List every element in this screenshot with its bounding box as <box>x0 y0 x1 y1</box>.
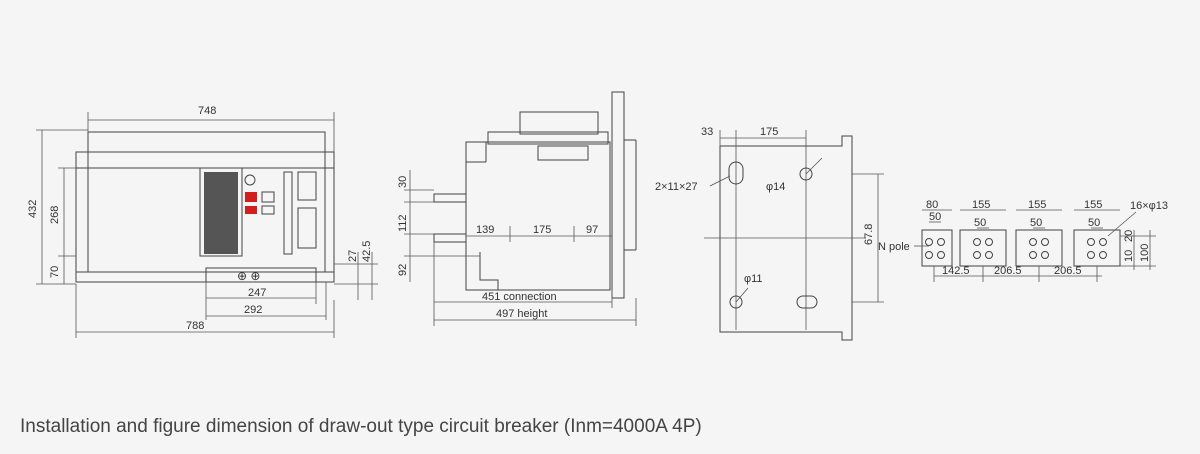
mounting-view: 33 175 2×11×27 φ14 φ11 67.8 <box>655 126 884 341</box>
dim-30: 30 <box>397 176 409 188</box>
front-control-panel <box>199 167 243 257</box>
side-terminal-upper <box>433 193 467 203</box>
side-view: 30 112 92 139 175 97 451 connection 497 … <box>397 91 637 326</box>
label-hole-phi14: φ14 <box>766 181 785 193</box>
dim-497-height: 497 height <box>496 308 547 320</box>
front-indicator-light <box>244 174 256 186</box>
terminal-view: 80 50 155 155 155 50 50 50 16×φ13 N pole… <box>878 199 1168 282</box>
front-top-rail <box>87 131 326 153</box>
dim-50-n: 50 <box>929 211 941 223</box>
figure-caption: Installation and figure dimension of dra… <box>20 416 702 437</box>
terminal-n-pole <box>921 229 953 267</box>
label-hole-phi11: φ11 <box>744 273 763 285</box>
dim-100: 100 <box>1139 244 1151 262</box>
dim-10: 10 <box>1123 250 1135 262</box>
front-button-red-bottom <box>245 206 257 214</box>
mounting-slot-left <box>728 161 744 185</box>
mounting-hole-14 <box>799 167 813 181</box>
dim-748: 748 <box>198 105 216 117</box>
dim-67-8: 67.8 <box>863 224 875 245</box>
dim-451-connection: 451 connection <box>482 291 557 303</box>
dim-788: 788 <box>186 320 204 332</box>
front-button-red-top <box>245 192 257 202</box>
dim-139: 139 <box>476 224 494 236</box>
mounting-hole-11 <box>729 295 743 309</box>
side-terminal-lower <box>433 233 467 243</box>
dim-175-side: 175 <box>533 224 551 236</box>
dim-70: 70 <box>49 266 61 278</box>
dim-155-b: 155 <box>1028 199 1046 211</box>
mounting-plate-outline <box>719 135 853 341</box>
front-racking-symbols: ⊕ ⊕ <box>237 269 260 283</box>
front-nameplate-strip <box>283 171 293 255</box>
terminal-pole-1 <box>959 229 1007 267</box>
side-top-block <box>519 111 599 135</box>
dim-50-c: 50 <box>1088 217 1100 229</box>
side-upper-frame <box>487 131 609 145</box>
dim-92: 92 <box>397 264 409 276</box>
terminal-holes <box>925 238 1107 259</box>
side-foot <box>479 252 499 290</box>
front-racking-plate <box>205 267 317 283</box>
dim-292: 292 <box>244 304 262 316</box>
front-button-reset <box>261 205 275 215</box>
dim-20: 20 <box>1123 230 1135 242</box>
front-control-window <box>204 172 238 254</box>
front-window-lower <box>297 207 317 249</box>
dim-50-a: 50 <box>974 217 986 229</box>
label-n-pole: N pole <box>878 241 910 253</box>
side-label-box <box>537 145 589 161</box>
mounting-slot-bottom <box>796 295 818 309</box>
dim-268: 268 <box>49 206 61 224</box>
dim-97: 97 <box>586 224 598 236</box>
label-16x-phi13: 16×φ13 <box>1130 200 1168 212</box>
dim-50-b: 50 <box>1030 217 1042 229</box>
dim-206-5-a: 206.5 <box>994 265 1022 277</box>
label-slot-2x11x27: 2×11×27 <box>655 181 698 193</box>
dim-80: 80 <box>926 199 938 211</box>
side-mounting-plate <box>611 91 625 299</box>
dim-33: 33 <box>701 126 713 138</box>
dim-142-5: 142.5 <box>942 265 970 277</box>
front-view: ⊕ ⊕ 748 432 268 70 27 42.5 247 292 <box>27 105 378 338</box>
dim-175-mount: 175 <box>760 126 778 138</box>
dim-432: 432 <box>27 200 39 218</box>
terminal-pole-2 <box>1015 229 1063 267</box>
front-button-off <box>261 191 275 203</box>
dim-247: 247 <box>248 287 266 299</box>
dim-206-5-b: 206.5 <box>1054 265 1082 277</box>
dim-42-5: 42.5 <box>361 241 373 262</box>
terminal-pole-3 <box>1073 229 1121 267</box>
front-window-upper <box>297 171 317 201</box>
dim-112: 112 <box>397 214 409 232</box>
dim-155-a: 155 <box>972 199 990 211</box>
side-body-outline <box>465 141 611 291</box>
dim-155-c: 155 <box>1084 199 1102 211</box>
dim-27: 27 <box>347 250 359 262</box>
